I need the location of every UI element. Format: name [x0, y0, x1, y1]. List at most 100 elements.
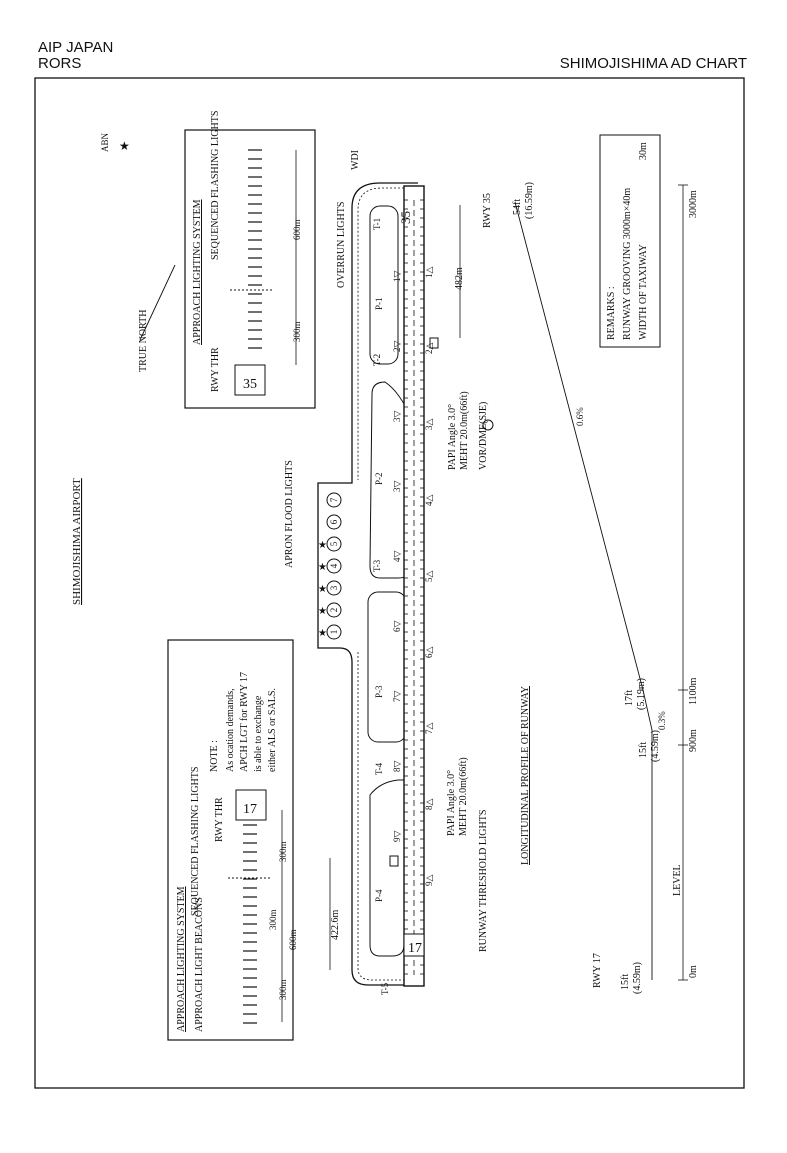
apron-stand — [326, 624, 342, 640]
vor-label: VOR/DME(SJE) — [478, 402, 489, 470]
als-south-title: APPROACH LIGHTING SYSTEM — [176, 886, 187, 1032]
papi-south-icon — [389, 855, 399, 867]
taxiway-t1: T-1 — [372, 218, 382, 230]
island-3 — [367, 591, 407, 743]
note-title: NOTE : — [209, 740, 220, 772]
flood-light-icon: ★ — [318, 540, 327, 551]
parallel-p4: P-4 — [374, 889, 384, 902]
als-south-600: 600m — [288, 929, 298, 950]
airport-name: SHIMOJISHIMA AIRPORT — [71, 478, 83, 605]
papi-south-angle: PAPI Angle 3.0° — [446, 770, 457, 836]
papi-north-icon — [429, 337, 439, 349]
als-south-beacons: APPROACH LIGHT BEACONS — [194, 897, 205, 1032]
als-north-panel: APPROACH LIGHTING SYSTEM SEQUENCED FLASH… — [184, 111, 316, 409]
mid-marker: 4▽ — [392, 551, 402, 563]
mid-marker: 6▽ — [392, 621, 402, 633]
rwy17-box — [403, 933, 425, 957]
profile-elev-end-m: (16.59m) — [524, 182, 535, 219]
profile-elev-1100: 17ft — [624, 690, 635, 706]
profile-tick-3000: 3000m — [688, 190, 699, 218]
apron-stand — [326, 514, 342, 530]
profile-elev-end: 54ft — [512, 199, 523, 215]
als-south-300a: 300m — [278, 841, 288, 862]
distance-marker: 7△ — [424, 723, 434, 735]
true-north-arrow — [139, 264, 176, 341]
mid-marker: 3▽ — [392, 411, 402, 423]
profile-elev-900: 15ft — [638, 742, 649, 758]
als-north-600: 600m — [292, 219, 302, 240]
true-north-label: TRUE NORTH — [138, 310, 149, 372]
apron-stands: 1★2★3★4★5★67 — [318, 492, 342, 640]
als-north-thr-box — [234, 364, 266, 396]
abn-star-icon: ★ — [119, 139, 130, 153]
distance-marker: 5△ — [424, 571, 434, 583]
profile-tick-900: 900m — [688, 729, 699, 752]
taxiway-edge-lights — [357, 187, 412, 480]
profile-elev-900-m: (4.59m) — [650, 730, 661, 762]
apron-stand-label: 2 — [329, 608, 339, 613]
profile-elev-start-m: (4.59m) — [632, 962, 643, 994]
taxiway-t5: T-5 — [380, 982, 390, 995]
taxiway-edge-lights-south — [357, 652, 412, 981]
distance-482: 482m — [454, 267, 465, 290]
distance-marker: 8△ — [424, 799, 434, 811]
als-north-300: 300m — [292, 321, 302, 342]
aerodrome-code: RORS — [38, 55, 82, 72]
als-south-panel: APPROACH LIGHTING SYSTEM APPROACH LIGHT … — [167, 639, 298, 1041]
remarks-grooving: RUNWAY GROOVING 3000m×40m — [622, 188, 633, 340]
mid-marker: 9▽ — [392, 831, 402, 843]
flood-light-icon: ★ — [318, 584, 327, 595]
profile-title: LONGITUDINAL PROFILE OF RUNWAY — [520, 686, 531, 865]
distance-marker: 3△ — [424, 419, 434, 431]
parallel-p2: P-2 — [374, 472, 384, 485]
remarks-title: REMARKS : — [606, 286, 617, 340]
distance-marker: 1△ — [424, 267, 434, 279]
als-south-300b: 300m — [268, 909, 278, 930]
distance-marker: 6△ — [424, 647, 434, 659]
mid-marker: 2▽ — [392, 341, 402, 353]
distance-markers: 1△2△3△4△5△6△7△8△9△1▽2▽3▽3▽4▽6▽7▽8▽9▽ — [392, 267, 434, 887]
publication-label: AIP JAPAN — [38, 39, 114, 56]
apron-stand — [326, 558, 342, 574]
chart-title: SHIMOJISHIMA AD CHART — [559, 55, 747, 72]
taxiway-t3: T-3 — [372, 559, 382, 572]
mid-marker: 7▽ — [392, 691, 402, 703]
profile-rwy17: RWY 17 — [592, 953, 603, 988]
distance-422: 422.6m — [330, 910, 341, 941]
als-north-seq: SEQUENCED FLASHING LIGHTS — [210, 111, 221, 260]
distance-marker: 2△ — [424, 343, 434, 355]
island-4 — [369, 779, 405, 957]
als-north-thr-number: 35 — [243, 377, 257, 392]
profile-level: LEVEL — [672, 864, 683, 896]
taxiway-t2: T-2 — [372, 354, 382, 366]
rwy35-designator: 35 — [398, 211, 413, 224]
als-south-lights — [228, 824, 272, 1024]
abn-label: ABN — [100, 132, 110, 152]
als-north-box — [184, 129, 316, 409]
rwy17-designator: 17 — [408, 941, 422, 956]
parallel-p3: P-3 — [374, 685, 384, 698]
profile-tick-1100: 1100m — [688, 677, 699, 705]
als-south-300c: 300m — [278, 979, 288, 1000]
als-north-lights — [230, 149, 272, 349]
profile-tick-0: 0m — [688, 965, 699, 978]
distance-marker: 4△ — [424, 495, 434, 507]
profile-line — [514, 201, 653, 980]
distance-marker: 9△ — [424, 875, 434, 887]
apron-stand-label: 4 — [329, 563, 339, 568]
mid-marker: 1▽ — [392, 271, 402, 283]
taxiway-outline — [317, 182, 418, 986]
als-south-seq: SEQUENCED FLASHING LIGHTS — [190, 767, 201, 916]
overrun-lights-label: OVERRUN LIGHTS — [336, 202, 347, 288]
apron-stand — [326, 536, 342, 552]
chart-frame — [34, 77, 745, 1089]
remarks-box — [599, 134, 661, 348]
rwy35-label: RWY 35 — [482, 193, 493, 228]
apron-stand — [326, 602, 342, 618]
profile-slope-1: 0.3% — [657, 711, 667, 730]
threshold-lights-label: RUNWAY THRESHOLD LIGHTS — [478, 810, 489, 952]
header-left: AIP JAPAN RORS — [38, 40, 113, 72]
papi-north-angle: PAPI Angle 3.0° — [447, 404, 458, 470]
parallel-p1: P-1 — [374, 297, 384, 310]
note-line-2: APCH LGT for RWY 17 — [239, 672, 250, 772]
